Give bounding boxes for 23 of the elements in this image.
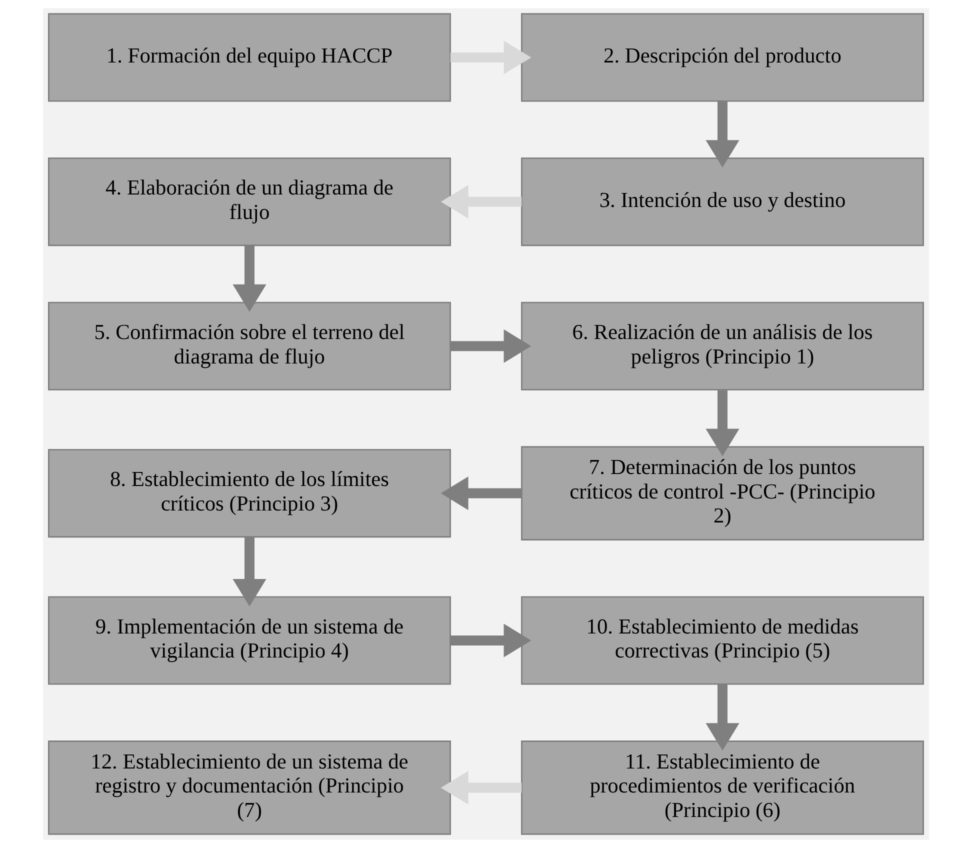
node-box: 9. Implementación de un sistema de vigilancia (Principio 4) bbox=[48, 596, 450, 685]
arrow bbox=[232, 246, 266, 312]
arrow bbox=[440, 770, 522, 804]
arrow bbox=[232, 537, 266, 606]
node-box: 3. Intención de uso y destino bbox=[520, 157, 924, 246]
node-box: 8. Establecimiento de los límites críticos (Principio 3) bbox=[48, 449, 450, 538]
node-box: 6. Realización de un análisis de los peligros (Principio 1) bbox=[520, 302, 924, 390]
arrow bbox=[450, 40, 531, 74]
arrow bbox=[450, 624, 531, 658]
node-box: 12. Establecimiento de un sistema de registro y documentación (Principio (7) bbox=[48, 740, 450, 835]
node-box: 10. Establecimiento de medidas correctivas (Principio (5) bbox=[520, 596, 924, 685]
arrow bbox=[705, 684, 739, 751]
node-box: 11. Establecimiento de procedimientos de verificación (Principio (6) bbox=[520, 740, 924, 835]
arrow bbox=[705, 390, 739, 456]
arrow bbox=[440, 184, 522, 219]
node-box: 7. Determinación de los puntos críticos de control -PCC- (Principio 2) bbox=[520, 446, 924, 540]
node-box: 4. Elaboración de un diagrama de flujo bbox=[48, 157, 450, 246]
arrow bbox=[705, 101, 739, 168]
arrow bbox=[450, 329, 531, 363]
arrow bbox=[440, 476, 522, 510]
node-box: 1. Formación del equipo HACCP bbox=[48, 13, 450, 102]
node-box: 5. Confirmación sobre el terreno del diagrama de flujo bbox=[48, 302, 450, 390]
node-box: 2. Descripción del producto bbox=[520, 13, 924, 102]
